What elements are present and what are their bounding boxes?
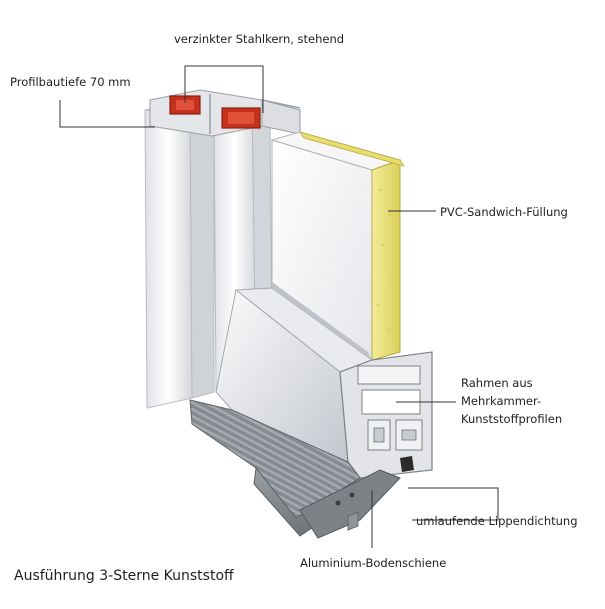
leader-steel-core — [184, 65, 264, 113]
leader-lip-seal — [408, 487, 499, 521]
label-profile-depth: Profilbautiefe 70 mm — [10, 75, 131, 89]
bottom-profile-section — [339, 351, 433, 479]
glazing-bead — [215, 282, 374, 463]
label-lip-seal: umlaufende Lippendichtung — [416, 514, 578, 528]
profile-top-sections — [149, 89, 301, 137]
leader-profile-depth — [59, 100, 155, 128]
label-bottom-rail: Aluminium-Bodenschiene — [300, 556, 447, 570]
aluminium-bottom-rail — [189, 399, 401, 539]
label-steel-core: verzinkter Stahlkern, stehend — [174, 32, 345, 46]
label-frame-profiles: Rahmen aus Mehrkammer- Kunststoffprofile… — [461, 376, 563, 426]
label-panel-fill: PVC-Sandwich-Füllung — [440, 205, 568, 219]
pvc-sandwich-foam — [299, 131, 405, 361]
outer-frame — [144, 99, 215, 409]
figure-caption: Ausführung 3-Sterne Kunststoff — [14, 568, 234, 584]
leader-lines — [59, 65, 499, 548]
